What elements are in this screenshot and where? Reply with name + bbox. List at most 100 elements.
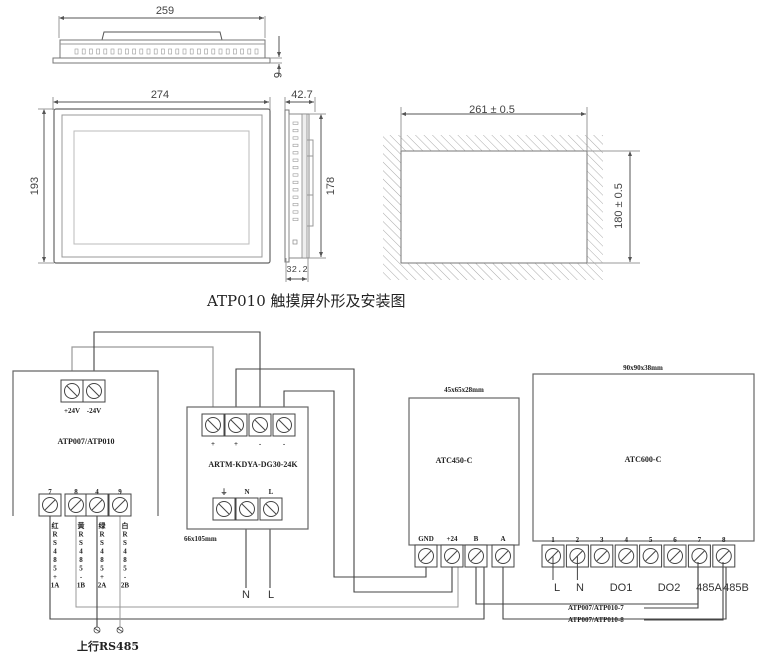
vent-slot (204, 48, 208, 55)
side-slot (292, 166, 299, 170)
wire-plus24 (71, 346, 214, 412)
atc600-label-do1: DO1 (610, 582, 633, 594)
atc450-terminal[interactable] (464, 544, 488, 568)
psu-terminal-minus-2[interactable] (272, 413, 296, 437)
atc450-size-label: 45x65x28mm (444, 386, 484, 394)
atc450-terminal[interactable] (491, 544, 515, 568)
dim-label-32-2: 32.2 (286, 265, 308, 275)
psu-wire-n-label: N (242, 589, 250, 601)
dim-label-193: 193 (29, 177, 41, 195)
side-slot (292, 203, 299, 207)
vent-slot (132, 48, 136, 55)
side-view: 42.7 178 32.2 (284, 89, 337, 282)
vent-slot (153, 48, 158, 55)
vent-slots (74, 48, 259, 55)
rs485-wire-label: 4 (100, 548, 104, 556)
terminal-plus24v[interactable] (60, 379, 84, 403)
psu-terminal-l[interactable] (259, 497, 283, 521)
atc450-terminal-label: B (474, 535, 479, 543)
psu-model-label: ARTM-KDYA-DG30-24K (208, 460, 298, 469)
atc600-terminal[interactable] (663, 544, 687, 568)
atc450-terminal[interactable] (414, 544, 438, 568)
hmi-terminal-number: 4 (95, 488, 99, 496)
side-slot (292, 143, 299, 147)
rs485-wire-label: 5 (53, 565, 57, 573)
cutout-opening (400, 150, 588, 264)
psu-out-label: + (234, 440, 238, 448)
vent-slot (197, 48, 201, 55)
vent-slot (161, 48, 165, 55)
rs485-wire-label: S (100, 539, 104, 547)
vent-slot (182, 48, 187, 55)
dim-label-259: 259 (156, 5, 174, 17)
psu-terminal-ground[interactable] (212, 497, 236, 521)
rs485-wire-label: S (79, 539, 83, 547)
atc450-model-label: ATC450-C (436, 456, 473, 465)
psu-terminal-plus-1[interactable] (201, 413, 225, 437)
side-slot (292, 180, 299, 184)
side-slot (292, 217, 299, 221)
rs485-wire-label: R (52, 531, 58, 539)
dim-label-261: 261 ± 0.5 (469, 104, 515, 116)
hmi-comm-terminal[interactable] (108, 493, 132, 517)
psu-wire-l-label: L (268, 589, 274, 601)
atc600-terminal-number: 5 (649, 536, 653, 544)
rs485-wire-label: 白 (122, 521, 129, 530)
psu-terminal-plus-2[interactable] (224, 413, 248, 437)
rs485-wire-label: 黄 (78, 521, 85, 530)
side-slot (292, 136, 299, 140)
panel-cutout: 261 ± 0.5 180 ± 0.5 (383, 104, 640, 280)
link-label-8: ATP007/ATP010-8 (568, 616, 624, 624)
wire-minus24 (93, 331, 261, 412)
atc600-terminal-number: 1 (551, 536, 555, 544)
hmi-terminal-number: 8 (74, 488, 78, 496)
hmi-terminal-number: 9 (118, 488, 122, 496)
atc600-terminal[interactable] (639, 544, 663, 568)
wire-psu-to-atc450-24 (235, 368, 453, 593)
dim-label-42-7: 42.7 (291, 89, 312, 101)
label-minus24v: -24V (87, 407, 101, 415)
atc450-terminal-label: GND (418, 535, 434, 543)
atc600-terminal-number: 4 (624, 536, 628, 544)
atc600-terminal[interactable] (687, 544, 711, 568)
atc450-terminal[interactable] (440, 544, 464, 568)
dim-label-6: 6 (271, 72, 283, 78)
psu-terminal-minus-1[interactable] (248, 413, 272, 437)
rs485-wire-label: 1B (77, 582, 86, 590)
rs485-wire-label: 4 (79, 548, 83, 556)
vent-slot (103, 48, 108, 55)
atc600-terminal[interactable] (712, 544, 736, 568)
atc450-terminal-label: A (500, 535, 505, 543)
atc600-terminal-number: 2 (576, 536, 580, 544)
wire-rs485-1a (49, 516, 485, 620)
vent-slot (139, 48, 144, 55)
vent-slot (240, 48, 244, 55)
vent-slot (233, 48, 237, 55)
outline-caption: ATP010 触摸屏外形及安装图 (206, 292, 406, 310)
hmi-comm-terminal[interactable] (38, 493, 62, 517)
psu-size-label: 66x105mm (184, 535, 217, 543)
hmi-comm-terminal[interactable] (64, 493, 88, 517)
rs485-wire-label: R (99, 531, 105, 539)
rs485-wire-label: 5 (79, 565, 83, 573)
dim-label-180: 180 ± 0.5 (613, 183, 625, 229)
atc600-terminal[interactable] (614, 544, 638, 568)
terminal-minus24v[interactable] (82, 379, 106, 403)
atc600-label-485b: 485B (723, 582, 749, 594)
psu-terminal-n[interactable] (235, 497, 259, 521)
side-slot (292, 210, 299, 214)
vent-slot (189, 48, 194, 55)
rs485-wire-label: 5 (123, 565, 127, 573)
atc600-terminal-number: 6 (673, 536, 677, 544)
psu-unit: + + - - ARTM-KDYA-DG30-24K ⏚ N L 66x105m… (184, 406, 309, 601)
atc600-terminal[interactable] (590, 544, 614, 568)
vent-slot (175, 48, 180, 55)
hmi-comm-terminal[interactable] (85, 493, 109, 517)
rs485-wire-label: R (78, 531, 84, 539)
atc600-terminal-number: 7 (698, 536, 702, 544)
vent-slot (254, 48, 259, 55)
atc600-label-485a: 485A (696, 582, 722, 594)
